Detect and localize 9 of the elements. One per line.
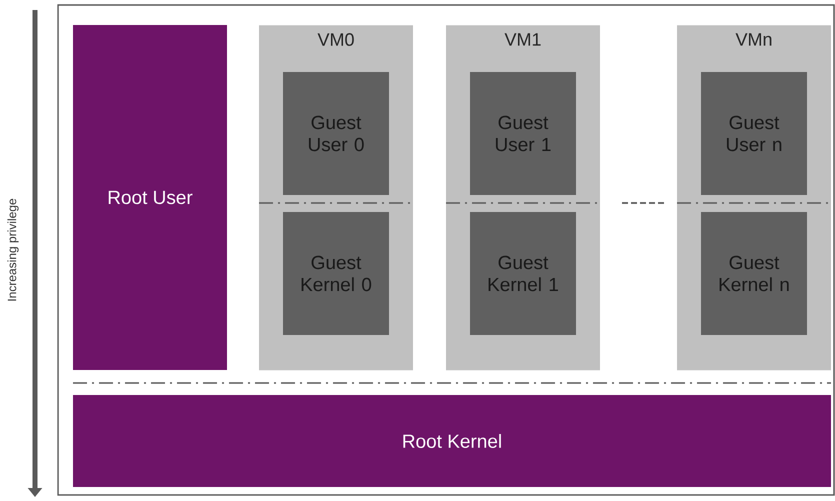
guest-box: Guest User 0 [283, 72, 389, 195]
process-box: Root Kernel [73, 395, 831, 487]
guest-box: Guest Kernel 0 [283, 212, 389, 335]
guest-box: Guest User 1 [470, 72, 576, 195]
process-box: Root User [73, 25, 227, 370]
guest-box: Guest User n [701, 72, 807, 195]
guest-box: Guest Kernel 1 [470, 212, 576, 335]
axis-label: Increasing privilege [7, 198, 19, 301]
guest-box: Guest Kernel n [701, 212, 807, 335]
